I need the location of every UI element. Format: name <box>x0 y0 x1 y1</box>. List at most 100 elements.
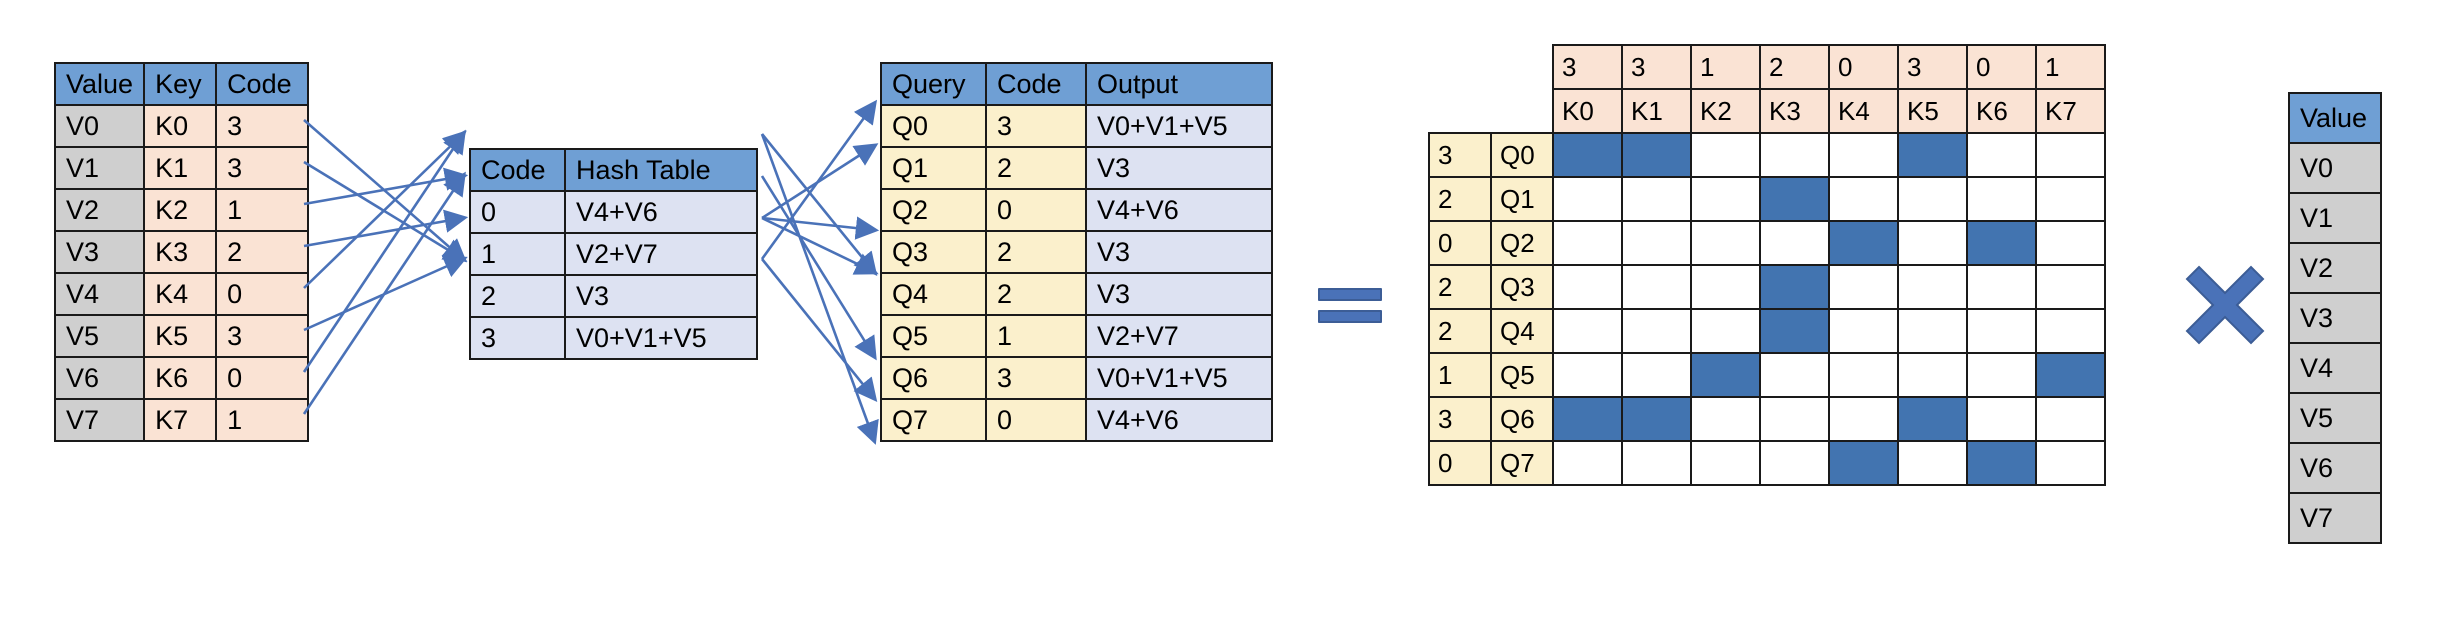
column-header-code: Code <box>985 62 1087 106</box>
matrix-cell <box>1966 352 2037 398</box>
matrix-corner-spacer <box>1429 89 1491 133</box>
matrix-cell <box>2035 264 2106 310</box>
matrix-cell <box>1690 176 1761 222</box>
cell-value: V0 <box>2288 142 2382 194</box>
matrix-cell <box>1759 308 1830 354</box>
equals-sign-icon <box>1318 288 1382 336</box>
matrix-col-key: K0 <box>1552 88 1623 134</box>
matrix-cell <box>1552 440 1623 486</box>
table-row: V2 K2 1 <box>53 188 310 232</box>
cell-code: 0 <box>985 188 1087 232</box>
cell-value: V2 <box>53 188 146 232</box>
matrix-cell <box>2035 176 2106 222</box>
matrix-row-query: Q3 <box>1490 264 1554 310</box>
matrix-cell <box>1759 352 1830 398</box>
cell-code: 2 <box>985 272 1087 316</box>
matrix-corner-spacer <box>1491 45 1553 89</box>
cell-code: 2 <box>985 146 1087 190</box>
matrix-cell <box>1621 176 1692 222</box>
table-row: 0 V4+V6 <box>469 190 758 234</box>
cell-code: 2 <box>469 274 566 318</box>
matrix-row-code: 0 <box>1428 440 1492 486</box>
matrix-cell <box>1690 440 1761 486</box>
cell-value: V3 <box>2288 292 2382 344</box>
matrix-cell <box>1897 396 1968 442</box>
cell-output: V4+V6 <box>1085 188 1273 232</box>
matrix-row: 0 Q2 <box>1428 220 2106 266</box>
table-row: Q6 3 V0+V1+V5 <box>880 356 1273 400</box>
cell-code: 3 <box>469 316 566 360</box>
multiply-sign-icon <box>2182 262 2268 348</box>
matrix-row: 0 Q7 <box>1428 440 2106 486</box>
matrix-cell <box>1552 264 1623 310</box>
matrix-row-code: 2 <box>1428 308 1492 354</box>
cell-code: 0 <box>215 356 310 400</box>
table-row: Q0 3 V0+V1+V5 <box>880 104 1273 148</box>
cell-key: K6 <box>143 356 218 400</box>
matrix-cell <box>1828 220 1899 266</box>
column-header-hash-table: Hash Table <box>564 148 758 192</box>
matrix-cell <box>1828 396 1899 442</box>
matrix-cell <box>1828 132 1899 178</box>
matrix-col-key: K3 <box>1759 88 1830 134</box>
matrix-cell <box>1759 176 1830 222</box>
matrix-cell <box>1966 396 2037 442</box>
cell-value: V7 <box>53 398 146 442</box>
matrix-col-key: K7 <box>2035 88 2106 134</box>
table-row: V0 K0 3 <box>53 104 310 148</box>
cell-value: V7 <box>2288 492 2382 544</box>
cell-output: V3 <box>1085 230 1273 274</box>
cell-code: 0 <box>985 398 1087 442</box>
matrix-corner-spacer <box>1429 45 1491 89</box>
matrix-cell <box>1897 352 1968 398</box>
matrix-cell <box>1621 132 1692 178</box>
cell-value: V1 <box>2288 192 2382 244</box>
table-row: V0 <box>2288 142 2382 194</box>
matrix-cell <box>1552 132 1623 178</box>
table-header-row: Value <box>2288 92 2382 144</box>
column-header-value: Value <box>2288 92 2382 144</box>
matrix-col-key-row: K0 K1 K2 K3 K4 K5 K6 K7 <box>1429 88 2106 134</box>
matrix-cell <box>1621 352 1692 398</box>
key-value-code-table: Value Key Code V0 K0 3 V1 K1 3 V2 K2 1 V… <box>53 62 310 442</box>
cell-key: K2 <box>143 188 218 232</box>
table-row: Q7 0 V4+V6 <box>880 398 1273 442</box>
matrix-col-key: K5 <box>1897 88 1968 134</box>
matrix-cell <box>1966 308 2037 354</box>
cell-query: Q6 <box>880 356 987 400</box>
matrix-row-query: Q0 <box>1490 132 1554 178</box>
table-row: V6 <box>2288 442 2382 494</box>
cell-output: V0+V1+V5 <box>1085 356 1273 400</box>
matrix-cell <box>1690 132 1761 178</box>
matrix-cell <box>1759 264 1830 310</box>
cell-query: Q5 <box>880 314 987 358</box>
table-row: V7 <box>2288 492 2382 544</box>
cell-query: Q0 <box>880 104 987 148</box>
cell-bucket: V2+V7 <box>564 232 758 276</box>
column-header-query: Query <box>880 62 987 106</box>
matrix-cell <box>1759 396 1830 442</box>
cell-value: V3 <box>53 230 146 274</box>
matrix-col-code: 3 <box>1621 44 1692 90</box>
matrix-row: 2 Q4 <box>1428 308 2106 354</box>
matrix-cell <box>1897 176 1968 222</box>
matrix-cell <box>1621 264 1692 310</box>
matrix-row-code: 2 <box>1428 264 1492 310</box>
matrix-row: 2 Q3 <box>1428 264 2106 310</box>
matrix-col-code: 1 <box>1690 44 1761 90</box>
cell-query: Q2 <box>880 188 987 232</box>
matrix-col-code: 0 <box>1966 44 2037 90</box>
cell-bucket: V4+V6 <box>564 190 758 234</box>
matrix-cell <box>1552 352 1623 398</box>
query-code-output-table: Query Code Output Q0 3 V0+V1+V5 Q1 2 V3 … <box>880 62 1273 442</box>
table-row: V1 K1 3 <box>53 146 310 190</box>
cell-output: V4+V6 <box>1085 398 1273 442</box>
matrix-cell <box>2035 308 2106 354</box>
cell-output: V0+V1+V5 <box>1085 104 1273 148</box>
cell-key: K5 <box>143 314 218 358</box>
cell-code: 1 <box>215 398 310 442</box>
table-row: V4 K4 0 <box>53 272 310 316</box>
cell-value: V4 <box>53 272 146 316</box>
matrix-cell <box>1828 264 1899 310</box>
cell-code: 1 <box>469 232 566 276</box>
